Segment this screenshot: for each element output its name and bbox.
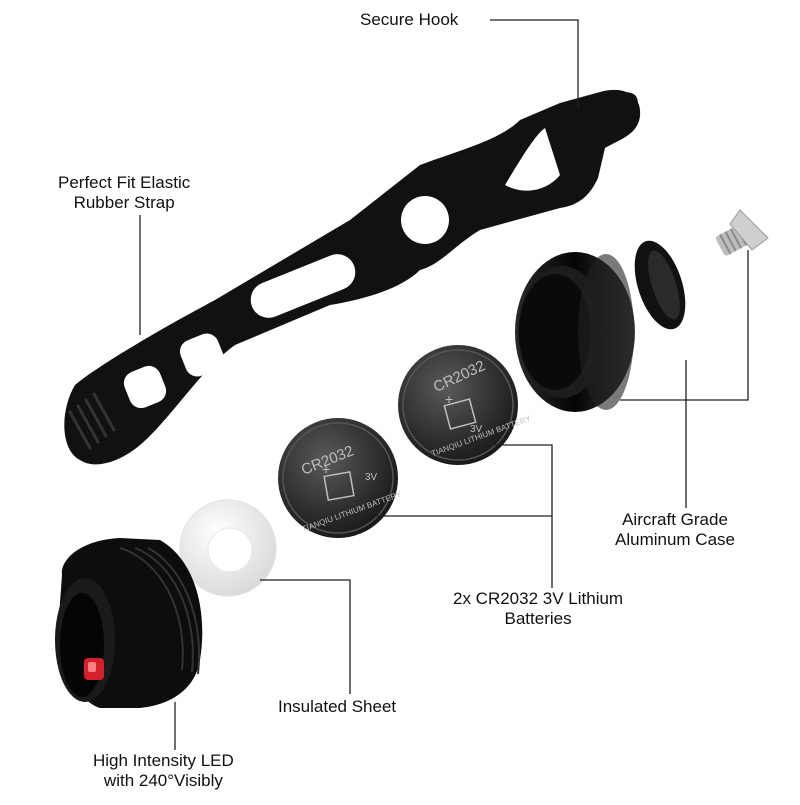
battery-upper: CR2032 + 3V TIANQIU LITHIUM BATTERY	[398, 345, 533, 465]
label-secure-hook: Secure Hook	[360, 10, 459, 29]
strap-grip-ridges	[68, 392, 116, 450]
hook-loop-hole	[505, 128, 560, 191]
battery-upper-plus: +	[445, 391, 453, 407]
label-strap: Perfect Fit Elastic Rubber Strap	[58, 173, 191, 212]
callout-case-screw	[620, 250, 749, 401]
strap-slot-mid	[179, 333, 225, 377]
strap-slot-long	[250, 254, 356, 318]
rubber-strap	[64, 89, 641, 465]
secure-hook	[600, 92, 638, 128]
aluminum-case	[515, 252, 635, 412]
callout-secure-hook	[490, 19, 579, 108]
led-head	[55, 538, 203, 708]
battery-lower: CR2032 + 3V TIANQIU LITHIUM BATTERY	[278, 418, 403, 538]
battery-lower-voltage: 3V	[365, 472, 378, 483]
callout-lines	[139, 19, 749, 750]
battery-upper-voltage: 3V	[470, 424, 483, 435]
label-batteries: 2x CR2032 3V Lithium Batteries	[453, 589, 624, 628]
insulated-sheet	[179, 499, 277, 597]
case-washer	[634, 240, 686, 330]
battery-lower-plus: +	[322, 461, 330, 477]
callout-insulated-sheet	[260, 579, 351, 694]
label-insulated-sheet: Insulated Sheet	[278, 697, 397, 716]
label-case: Aircraft Grade Aluminum Case	[615, 510, 735, 549]
callout-batteries	[375, 444, 553, 517]
label-led: High Intensity LED with 240°Visibly	[93, 751, 234, 790]
screw	[715, 209, 769, 256]
strap-slot-small	[123, 365, 167, 409]
mount-hole	[401, 196, 449, 244]
